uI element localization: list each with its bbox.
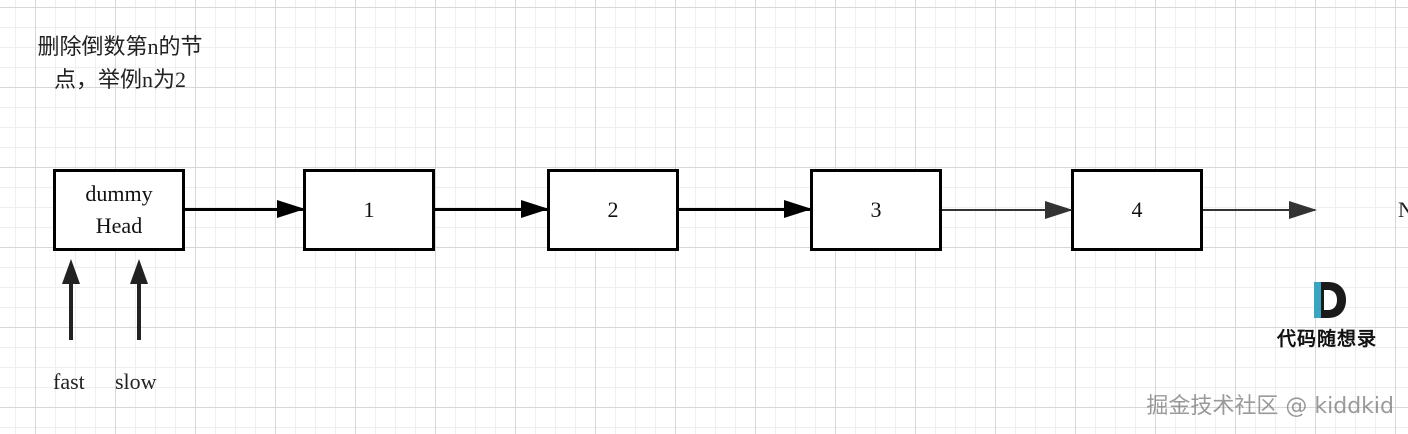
slow-pointer-label: slow <box>115 369 157 394</box>
logo-text: 代码随想录 <box>1276 328 1377 350</box>
node-4: 4 <box>1071 169 1203 251</box>
node-label: 1 <box>363 197 375 222</box>
next-arrow-1-to-2 <box>435 200 549 218</box>
fast-pointer-arrow <box>62 259 80 340</box>
node-label: 2 <box>607 197 619 222</box>
diagram-title: 删除倒数第n的节 点，举例n为2 <box>14 30 226 96</box>
node-3: 3 <box>810 169 942 251</box>
logo-d-icon <box>1314 282 1346 318</box>
node-label: 4 <box>1131 197 1143 222</box>
node-label-line-2: Head <box>95 213 143 238</box>
next-arrow-3-to-4 <box>942 200 1073 219</box>
next-arrow-2-to-3 <box>679 200 812 218</box>
slow-pointer-arrow <box>130 259 148 340</box>
node-label: 3 <box>870 197 882 222</box>
node-1: 1 <box>303 169 435 251</box>
title-line-1: 删除倒数第n的节 <box>37 34 203 59</box>
next-arrow-4-to-null <box>1203 200 1317 219</box>
null-label: N <box>1398 197 1408 222</box>
node-dummy-head: dummy Head <box>53 169 185 251</box>
title-line-2: 点，举例n为2 <box>53 67 186 92</box>
fast-pointer-label: fast <box>53 369 85 394</box>
watermark: 掘金技术社区 @ kiddkid <box>1146 394 1394 419</box>
node-2: 2 <box>547 169 679 251</box>
node-label-line-1: dummy <box>85 181 153 206</box>
next-arrow-dummy-to-1 <box>185 200 305 218</box>
logo: 代码随想录 <box>1262 280 1392 352</box>
